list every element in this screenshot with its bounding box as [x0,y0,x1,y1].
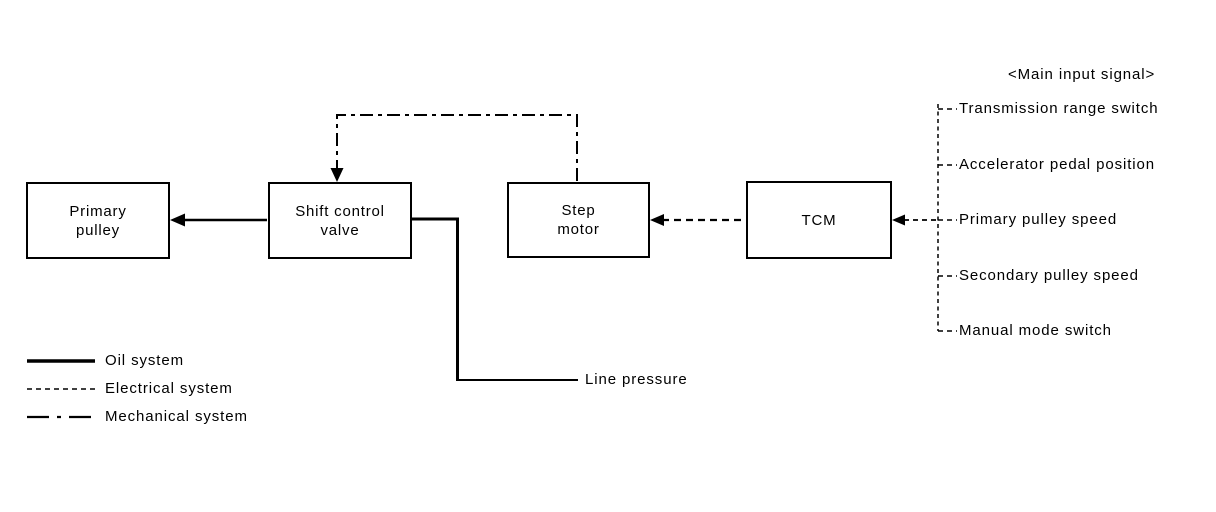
oil-line-pressure-path [412,217,459,380]
node-shift-control-valve-label: Shift control valve [295,202,385,239]
node-tcm: TCM [746,181,892,259]
node-tcm-label: TCM [801,211,837,229]
signal-accelerator-pedal-position: Accelerator pedal position [959,156,1156,173]
main-input-signal-header: <Main input signal> [1008,66,1156,83]
legend-label-oil-system: Oil system [105,352,185,369]
signal-transmission-range-switch: Transmission range switch [959,100,1159,117]
signal-secondary-pulley-speed: Secondary pulley speed [959,267,1139,284]
signal-manual-mode-switch: Manual mode switch [959,322,1112,339]
legend-label-electrical-system: Electrical system [105,380,233,397]
node-shift-control-valve: Shift control valve [268,182,412,259]
mechanical-line-step-to-shift [336,114,578,181]
node-primary-pulley: Primary pulley [26,182,170,259]
legend-label-mechanical-system: Mechanical system [105,408,248,425]
node-step-motor-label: Step motor [557,202,600,238]
signal-primary-pulley-speed: Primary pulley speed [959,211,1118,228]
arrowhead-into-step-motor [650,214,664,226]
node-primary-pulley-label: Primary pulley [69,202,127,239]
line-pressure-label: Line pressure [585,371,688,388]
arrowhead-into-primary-pulley [170,213,185,227]
arrowhead-into-tcm [892,214,905,226]
arrowhead-into-shift-valve-top [330,168,344,182]
node-step-motor: Step motor [507,182,650,258]
